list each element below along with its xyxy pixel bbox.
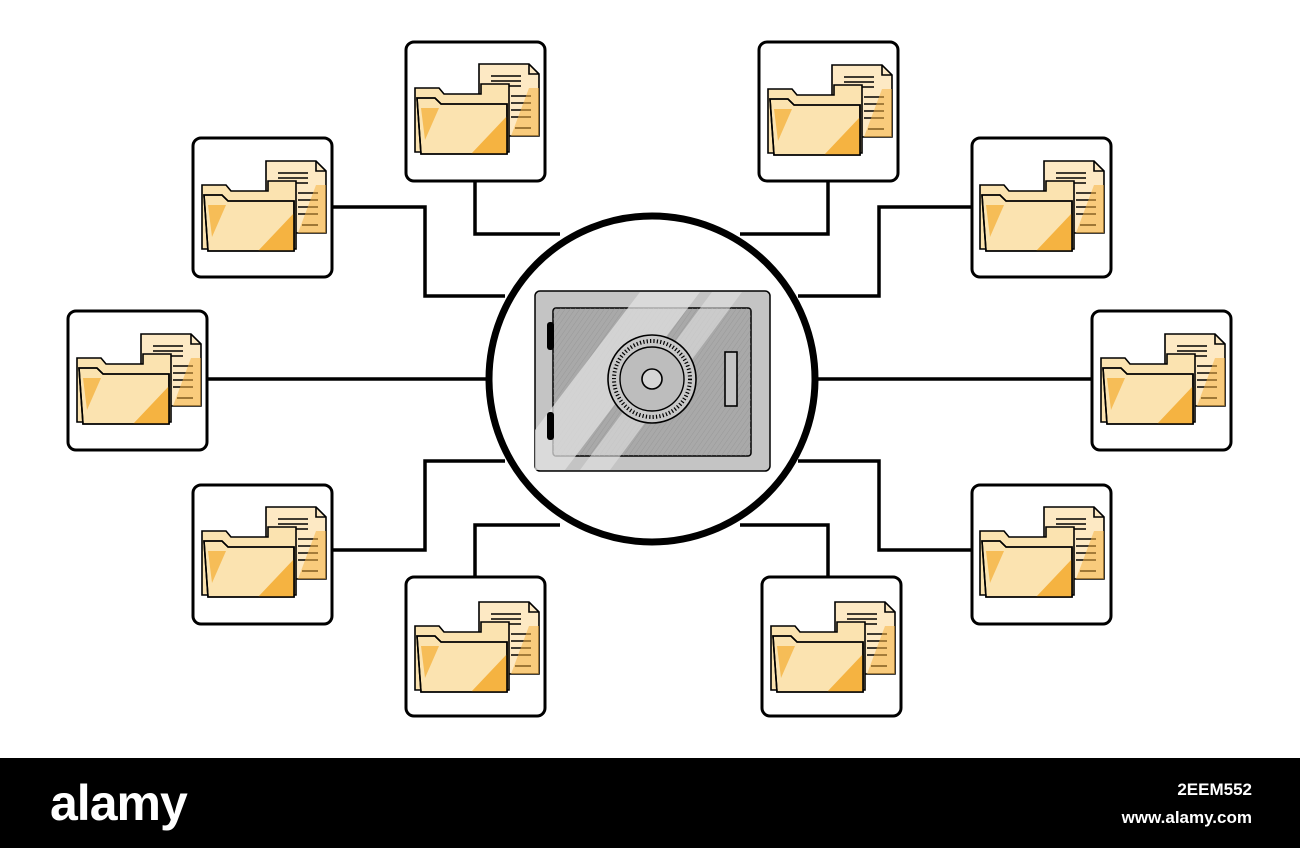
node-top-left xyxy=(404,40,547,183)
connector-lines xyxy=(208,182,1091,577)
node-lower-left xyxy=(191,483,334,626)
node-lower-right xyxy=(970,483,1113,626)
connector-bottom-right xyxy=(740,523,830,577)
safe-icon xyxy=(534,290,771,472)
connector-top-left xyxy=(473,182,560,236)
connector-lower-left xyxy=(333,459,505,552)
site-url: www.alamy.com xyxy=(1121,808,1252,827)
node-bottom-right xyxy=(760,575,903,718)
node-middle-right xyxy=(1090,309,1233,452)
watermark-footer: alamy 2EEM552 www.alamy.com xyxy=(0,758,1300,848)
connector-upper-right xyxy=(798,205,971,298)
alamy-logo: alamy xyxy=(50,775,188,831)
node-upper-right xyxy=(970,136,1113,279)
central-safe-node xyxy=(485,212,819,546)
image-info: 2EEM552 www.alamy.com xyxy=(1122,778,1252,830)
node-upper-left xyxy=(191,136,334,279)
node-middle-left xyxy=(66,309,209,452)
node-bottom-left xyxy=(404,575,547,718)
connector-bottom-left xyxy=(473,523,560,577)
connector-upper-left xyxy=(333,205,505,298)
connector-lower-right xyxy=(798,459,971,552)
storage-network-diagram xyxy=(66,40,1233,718)
connector-top-right xyxy=(740,182,830,236)
node-top-right xyxy=(757,40,900,183)
image-id: 2EEM552 xyxy=(1177,780,1252,799)
